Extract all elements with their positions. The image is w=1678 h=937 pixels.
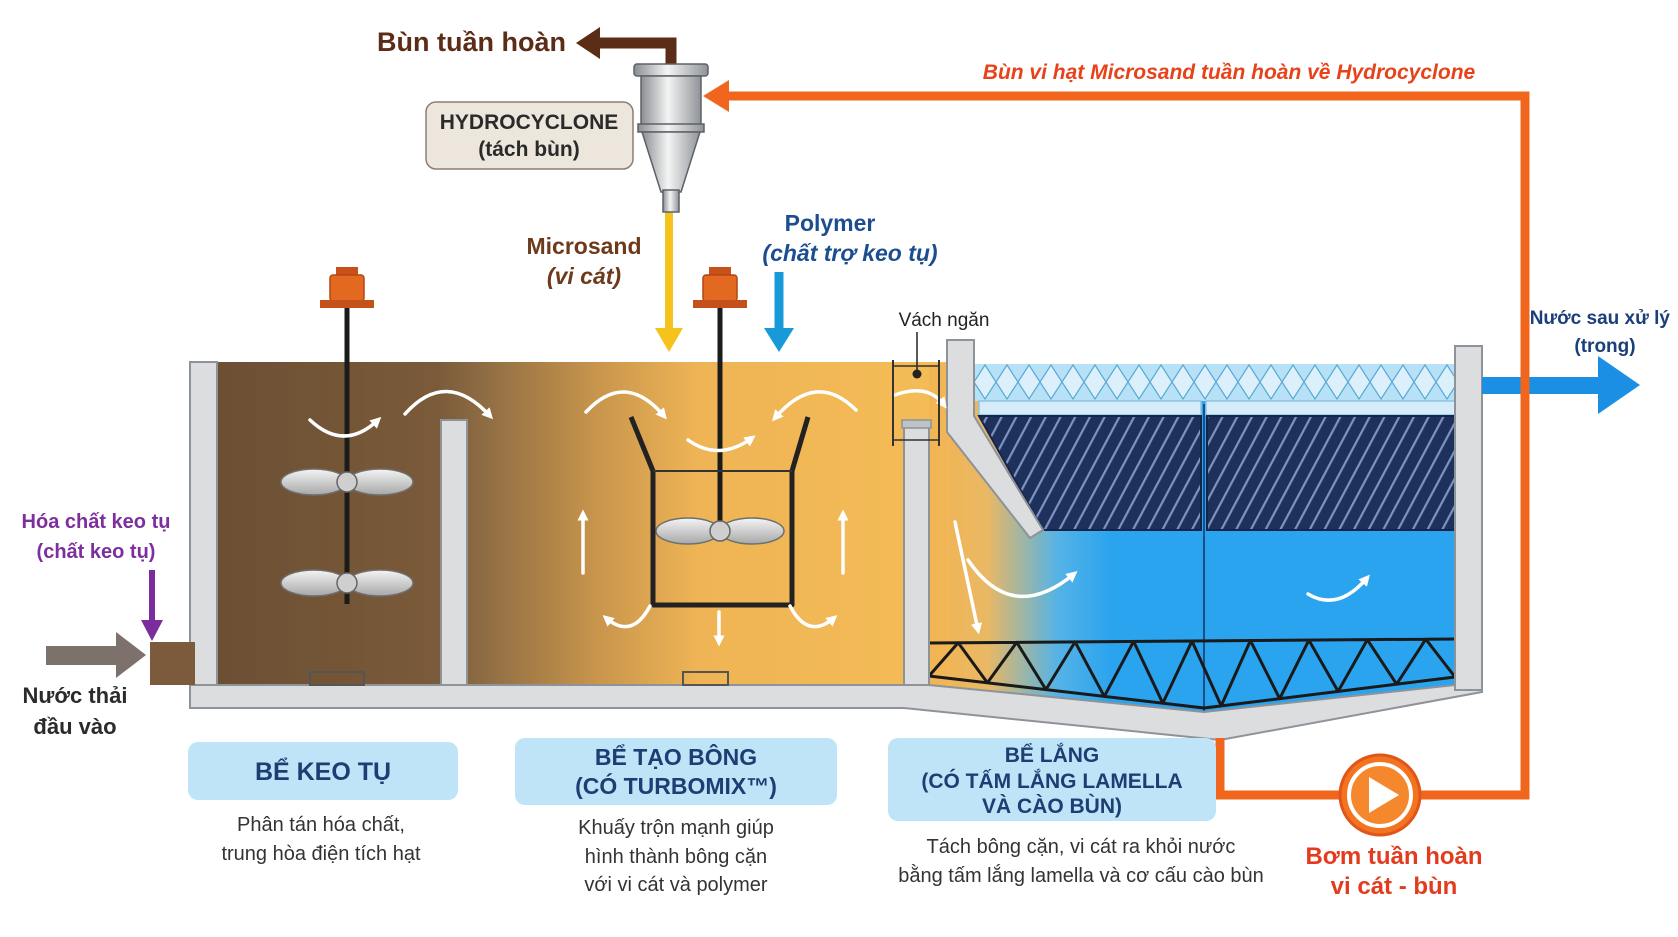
flocculation-bottom-fitting	[682, 671, 729, 686]
flow-arrow-over-divider-1	[403, 389, 494, 420]
divider-wall-2	[903, 422, 930, 686]
sludge-return-arrow-head	[576, 27, 600, 59]
flow-arrow-floc-right	[772, 390, 858, 422]
hydrocyclone-icon	[633, 63, 709, 213]
coagulant-sublabel: (chất keo tụ)	[37, 541, 156, 563]
settling-title: BỂ LẮNG	[1005, 743, 1100, 767]
tank-right-wall	[1454, 345, 1483, 691]
recirculation-arrow-head	[703, 80, 729, 112]
coagulation-bottom-fitting	[309, 671, 365, 686]
coagulation-desc-1: Phân tán hóa chất,	[237, 814, 405, 836]
divider-wall-1	[440, 419, 468, 686]
flow-arrow-bottom-right	[788, 604, 838, 629]
inlet-label: Nước thải	[23, 683, 128, 708]
mixer-1-propeller-lower	[280, 569, 414, 597]
mixer-1-motor-icon	[320, 267, 374, 308]
flow-arrow-settling-curve	[966, 558, 1078, 599]
polymer-label: Polymer	[785, 210, 876, 236]
baffle-label: Vách ngăn	[899, 310, 990, 331]
flow-arrows	[308, 389, 1370, 647]
outlet-label: Nước sau xử lý	[1530, 308, 1671, 329]
baffle-wall	[946, 339, 1045, 540]
microsand-arrow-icon	[655, 212, 683, 352]
divider-wall-2-cap	[901, 419, 932, 429]
recirculation-label: Bùn vi hạt Microsand tuần hoàn về Hydroc…	[983, 61, 1476, 84]
microsand-sublabel: (vi cát)	[547, 263, 621, 289]
flow-arrow-floc-center	[686, 435, 756, 453]
coagulant-label: Hóa chất keo tụ	[22, 511, 171, 533]
sludge-return-pipe	[598, 37, 677, 66]
recirculation-pipe	[727, 91, 1530, 800]
polymer-sublabel: (chất trợ keo tụ)	[762, 240, 937, 266]
hydrocyclone-sublabel: (tách bùn)	[478, 138, 579, 161]
settling-title-box	[888, 738, 1216, 821]
outlet-sublabel: (trong)	[1574, 336, 1635, 357]
sludge-scraper-truss	[927, 637, 1457, 710]
sludge-return-label: Bùn tuần hoàn	[377, 27, 566, 57]
outlet-arrow-icon	[1482, 356, 1640, 414]
flocculation-subtitle: (CÓ TURBOMIX™)	[575, 772, 777, 799]
clear-water-zone	[974, 364, 1455, 401]
inlet-sublabel: đầu vào	[33, 714, 116, 739]
flocculation-title-box	[515, 738, 837, 805]
flow-arrow-bottom-left	[602, 604, 652, 629]
polymer-arrow-icon	[764, 272, 794, 352]
hydrocyclone-label: HYDROCYCLONE	[440, 111, 619, 134]
flocculation-title: BỂ TẠO BÔNG	[595, 743, 757, 770]
pump	[1338, 753, 1422, 837]
settling-subtitle-2: VÀ CÀO BÙN)	[982, 794, 1122, 818]
baffle-marker	[892, 332, 940, 446]
lamella-plates-right	[1206, 415, 1456, 531]
inlet-arrow-icon	[46, 632, 146, 678]
hydrocyclone-label-box	[425, 101, 634, 170]
play-icon	[1369, 777, 1399, 813]
flow-arrow-settling-right	[1306, 574, 1370, 602]
pump-sublabel: vi cát - bùn	[1331, 873, 1458, 900]
flow-arrow-coagulation	[308, 416, 382, 438]
flocculation-desc-2: hình thành bông cặn	[585, 846, 767, 868]
inlet-pipe	[150, 642, 195, 685]
mixer-2-propeller	[655, 517, 785, 545]
flocculation-desc-3: với vi cát và polymer	[584, 874, 768, 896]
settling-desc-1: Tách bông cặn, vi cát ra khỏi nước	[927, 836, 1236, 858]
settling-subtitle-1: (CÓ TẤM LẮNG LAMELLA	[921, 769, 1182, 793]
flow-arrow-settling-down	[953, 520, 983, 635]
collector-channel-right	[1205, 400, 1456, 416]
mixer-2-motor-icon	[693, 267, 747, 308]
coagulation-desc-2: trung hòa điện tích hạt	[221, 843, 420, 865]
flow-arrow-floc-left	[584, 390, 667, 420]
flocculation-desc-1: Khuấy trộn mạnh giúp	[578, 817, 774, 839]
mixer-1-propeller-upper	[280, 468, 414, 496]
coagulant-arrow-icon	[141, 570, 163, 641]
lamella-plates-left	[977, 415, 1202, 531]
collector-channel-left	[978, 400, 1202, 416]
settling-desc-2: bằng tấm lắng lamella và cơ cấu cào bùn	[898, 864, 1264, 887]
pump-label: Bơm tuần hoàn	[1305, 843, 1482, 870]
microsand-label: Microsand	[526, 233, 641, 259]
coagulation-title: BỂ KEO TỤ	[255, 757, 391, 786]
coagulation-title-box	[188, 742, 458, 800]
flow-arrow-over-divider-2	[893, 389, 947, 409]
turbomix-draft-tube	[628, 416, 811, 608]
